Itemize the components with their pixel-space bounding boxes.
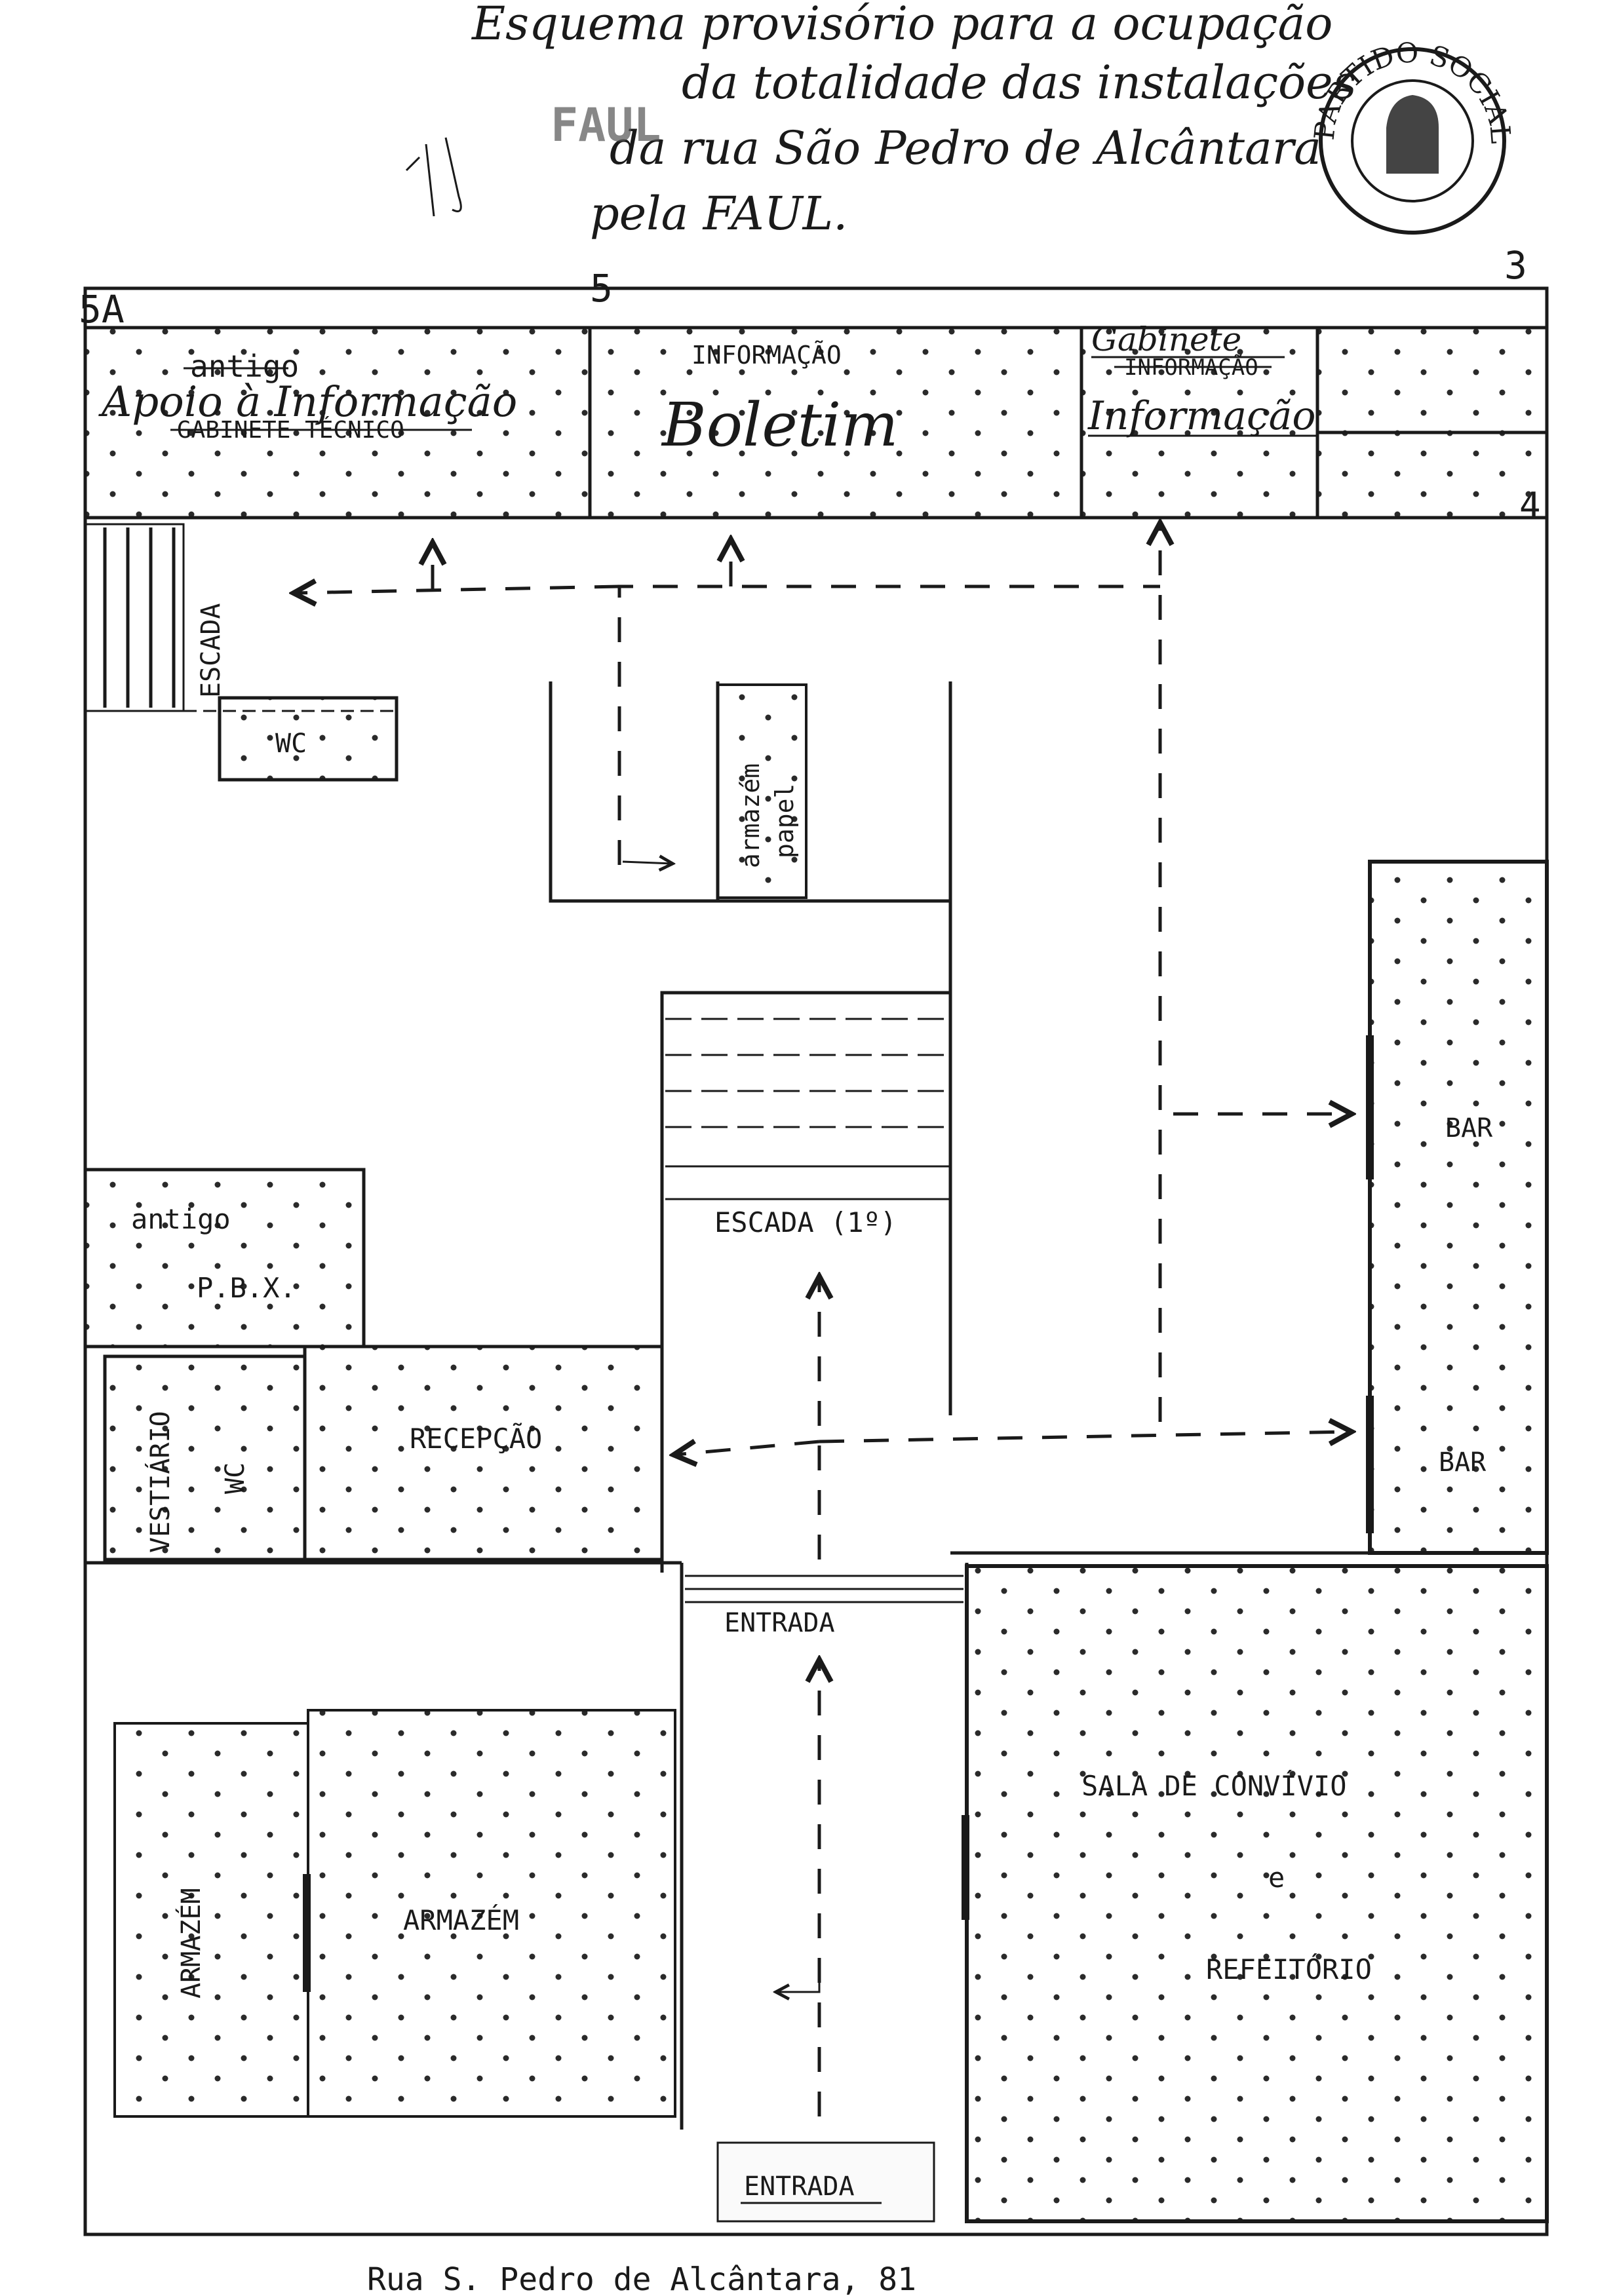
antigo-label: antigo (131, 1203, 231, 1235)
wc-top-label: WC (275, 729, 307, 759)
room-armazem-mid (307, 1709, 676, 2118)
room-armazem-papel (716, 683, 808, 899)
label-5: 5 (590, 266, 613, 311)
boletim-label: Boletim (661, 390, 899, 460)
sala-label-1: SALA DE CONVÍVIO (1081, 1769, 1347, 1802)
armazem-mid-label: ARMAZÉM (403, 1904, 519, 1936)
informacao2-label: Informação (1087, 393, 1316, 439)
title-line-1: Esquema provisório para a ocupação (471, 0, 1333, 50)
informacao-label: INFORMAÇÃO (691, 341, 842, 370)
stair-hatch-left (84, 523, 185, 712)
entrada-outer-label: ENTRADA (744, 2172, 855, 2202)
pbx-label: P.B.X. (197, 1272, 296, 1304)
bar-label-2: BAR (1439, 1447, 1487, 1478)
escada-label: ESCADA (196, 603, 226, 698)
armazem-left-label: ARMAZÉM (175, 1888, 206, 1999)
room-top-right-a (1315, 326, 1549, 434)
circulation-paths (295, 524, 1350, 2116)
entrada-inner-label: ENTRADA (724, 1608, 835, 1638)
fist-icon (1386, 95, 1439, 174)
bar-label-1: BAR (1445, 1113, 1493, 1143)
title-line-2: da totalidade das instalações (682, 56, 1357, 109)
apoio-struck: antigo (190, 349, 299, 384)
armazem-papel-label-1: armazém (736, 763, 765, 868)
room-bar (1368, 860, 1549, 1555)
room-apoio-informacao (83, 326, 592, 520)
sala-label-2: REFEITÓRIO (1206, 1953, 1372, 1985)
address-label: Rua S. Pedro de Alcântara, 81 (367, 2261, 916, 2296)
gabinete-label: Gabinete (1091, 320, 1241, 358)
title-line-3: da rua São Pedro de Alcântara (610, 121, 1321, 175)
room-vestiario-wc (103, 1354, 307, 1561)
room-gabinete-informacao (1080, 326, 1319, 520)
recepcao-label: RECEPÇÃO (410, 1422, 542, 1455)
room-antigo-pbx (83, 1168, 366, 1349)
label-5a: 5A (79, 287, 125, 332)
room-informacao-boletim (588, 326, 1083, 520)
escada-1-label: ESCADA (1º) (714, 1206, 897, 1238)
pencil-scribble (405, 137, 462, 217)
title-line-4: pela FAUL. (590, 187, 847, 240)
room-recepcao (303, 1345, 664, 1561)
central-stair (660, 991, 950, 1573)
vestiario-label: VESTIÁRIO (144, 1411, 176, 1553)
room-wc-top (218, 696, 399, 782)
room-top-right-b (1315, 430, 1549, 520)
room-armazem-left (113, 1722, 309, 2118)
sala-label-e: e (1268, 1862, 1285, 1894)
wc-side-label: WC (220, 1463, 250, 1494)
apoio-label: Apoio à Informação (98, 378, 517, 427)
armazem-papel-label-2: papel (770, 784, 799, 858)
label-3: 3 (1504, 243, 1527, 288)
faul-stamp-mark: FAUL (551, 98, 661, 152)
entrance-outer (716, 2141, 935, 2223)
room-sala-convivio (965, 1564, 1549, 2223)
